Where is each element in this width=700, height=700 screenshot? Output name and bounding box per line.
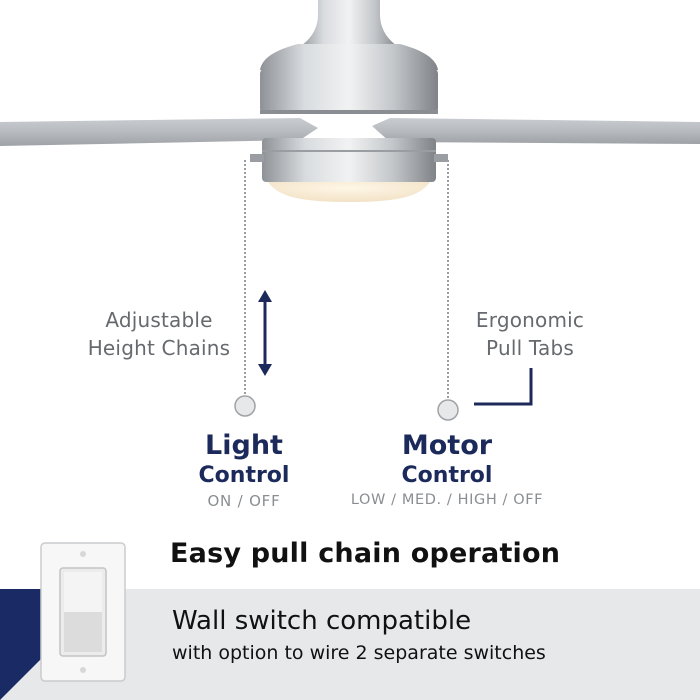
fan-blade-left	[0, 118, 318, 146]
wall-switch-title: Wall switch compatible	[172, 606, 472, 636]
callout-right-line2: Pull Tabs	[486, 336, 574, 360]
pull-tabs-callout: Ergonomic Pull Tabs	[460, 306, 600, 362]
motor-control-label: Motor Control LOW / MED. / HIGH / OFF	[330, 430, 564, 508]
wall-switch-subtitle: with option to wire 2 separate switches	[172, 642, 546, 664]
motor-control-line1: Motor	[401, 430, 493, 461]
downrod	[298, 0, 400, 48]
callout-left-line1: Adjustable	[105, 308, 213, 332]
motor-control-line2: Control	[401, 463, 493, 488]
height-arrow-icon	[258, 290, 272, 376]
light-control-label: Light Control ON / OFF	[178, 430, 310, 510]
motor-pull-tab[interactable]	[437, 399, 459, 421]
light-control-line1: Light	[205, 430, 283, 461]
wall-switch-icon	[40, 542, 126, 682]
ceiling-fan-illustration	[0, 0, 700, 421]
light-kit	[250, 138, 448, 202]
height-chains-callout: Adjustable Height Chains	[70, 306, 248, 362]
callout-right-line1: Ergonomic	[475, 308, 585, 332]
motor-control-options: LOW / MED. / HIGH / OFF	[350, 492, 544, 508]
pull-tab-pointer-icon	[474, 368, 533, 406]
light-pull-tab[interactable]	[234, 395, 256, 417]
fan-blade-right	[372, 118, 700, 144]
callout-left-line2: Height Chains	[87, 336, 231, 360]
light-control-line2: Control	[198, 463, 290, 488]
light-control-options: ON / OFF	[207, 492, 281, 510]
motor-housing	[260, 44, 438, 114]
headline: Easy pull chain operation	[170, 538, 561, 569]
